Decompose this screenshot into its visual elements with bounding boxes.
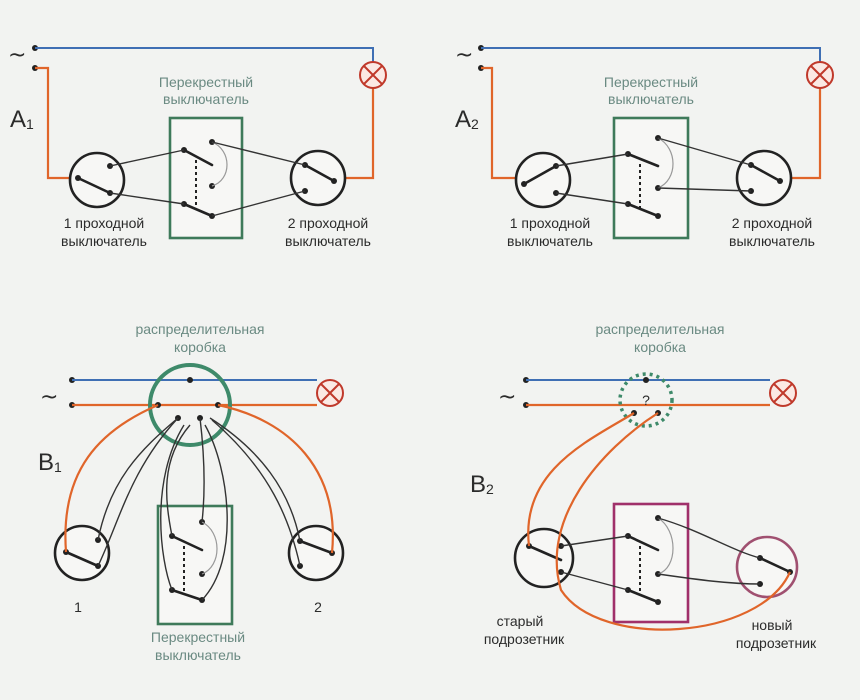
switch-1-label: 1 проходной xyxy=(510,215,591,231)
panel-label: A1 xyxy=(10,106,34,133)
wire xyxy=(97,417,179,541)
pass-through-switch-icon xyxy=(289,149,347,207)
wire xyxy=(560,571,629,591)
lamp-wire xyxy=(217,403,334,554)
switch-2-label: выключатель xyxy=(285,233,371,249)
cross-switch-label: Перекрестный xyxy=(604,74,698,90)
wire xyxy=(555,153,629,167)
lamp-icon xyxy=(359,61,387,89)
cross-switch-icon xyxy=(612,116,690,240)
panel-label: B1 xyxy=(38,449,62,476)
wire xyxy=(211,141,306,166)
wire xyxy=(657,137,752,166)
panel-label: A2 xyxy=(455,106,479,133)
pass-through-switch-icon xyxy=(735,149,793,207)
wire xyxy=(209,417,301,542)
phase-wire xyxy=(35,66,72,180)
panel-b1: распределительная коробка ~ B1 xyxy=(38,321,345,663)
panel-a1: ~ A1 xyxy=(8,43,387,249)
phase-wire xyxy=(64,403,159,553)
panel-a2: ~ A2 xyxy=(455,43,834,249)
switch-2-label: выключатель xyxy=(729,233,815,249)
junction-box-label: распределительная xyxy=(595,321,724,337)
pass-through-switch-icon xyxy=(53,524,111,582)
wire xyxy=(211,190,306,217)
wire xyxy=(657,517,761,559)
ac-source-symbol: ~ xyxy=(498,385,516,410)
pass-through-switch-icon xyxy=(287,524,345,582)
new-box-switch-icon xyxy=(735,535,799,599)
switch-1-label: выключатель xyxy=(507,233,593,249)
old-box-label: подрозетник xyxy=(484,631,565,647)
lamp-icon xyxy=(806,61,834,89)
wire xyxy=(201,424,228,601)
new-box-label: новый xyxy=(752,617,793,633)
wire xyxy=(165,424,191,537)
switch-1-number: 1 xyxy=(74,599,82,615)
lamp-wire xyxy=(345,88,375,180)
switch-2-label: 2 проходной xyxy=(288,215,369,231)
phase-wire xyxy=(481,66,518,180)
junction-box-label: коробка xyxy=(634,339,686,355)
wire xyxy=(109,192,185,205)
cross-switch-label: выключатель xyxy=(608,91,694,107)
old-box-label: старый xyxy=(497,613,544,629)
cross-switch-label: Перекрестный xyxy=(151,629,245,645)
ac-source-symbol: ~ xyxy=(40,385,58,410)
ac-source-symbol: ~ xyxy=(8,43,26,68)
wire xyxy=(109,149,185,167)
switch-1-label: выключатель xyxy=(61,233,147,249)
lamp-wire xyxy=(790,88,822,180)
junction-box-label: распределительная xyxy=(135,321,264,337)
lamp-icon xyxy=(769,379,797,407)
panel-b2: распределительная коробка ~ ? B2 xyxy=(470,321,817,651)
cross-switch-label: Перекрестный xyxy=(159,74,253,90)
cross-switch-label: выключатель xyxy=(155,647,241,663)
pass-through-switch-icon xyxy=(68,151,126,209)
unknown-junction-mark: ? xyxy=(642,392,650,408)
neutral-wire xyxy=(481,47,821,62)
wire xyxy=(657,573,761,585)
cross-switch-icon xyxy=(168,116,244,240)
cross-switch-label: выключатель xyxy=(163,91,249,107)
wire xyxy=(560,535,629,547)
wire xyxy=(211,419,301,567)
wire xyxy=(555,192,629,205)
switch-2-number: 2 xyxy=(314,599,322,615)
phase-wire xyxy=(527,412,635,547)
junction-box-label: коробка xyxy=(174,339,226,355)
new-box-label: подрозетник xyxy=(736,635,817,651)
ac-source-symbol: ~ xyxy=(455,43,473,68)
junction-box-icon: ? xyxy=(618,372,674,428)
wire xyxy=(657,187,752,192)
neutral-wire xyxy=(35,47,374,62)
switch-1-label: 1 проходной xyxy=(64,215,145,231)
wire xyxy=(160,424,185,591)
wire xyxy=(97,417,179,567)
switch-2-label: 2 проходной xyxy=(732,215,813,231)
pass-through-switch-icon xyxy=(514,151,572,209)
pass-through-switch-icon xyxy=(513,527,575,589)
wire xyxy=(199,417,205,523)
lamp-wire xyxy=(555,412,792,631)
panel-label: B2 xyxy=(470,471,494,498)
cross-switch-icon xyxy=(612,502,690,624)
lamp-icon xyxy=(316,379,344,407)
